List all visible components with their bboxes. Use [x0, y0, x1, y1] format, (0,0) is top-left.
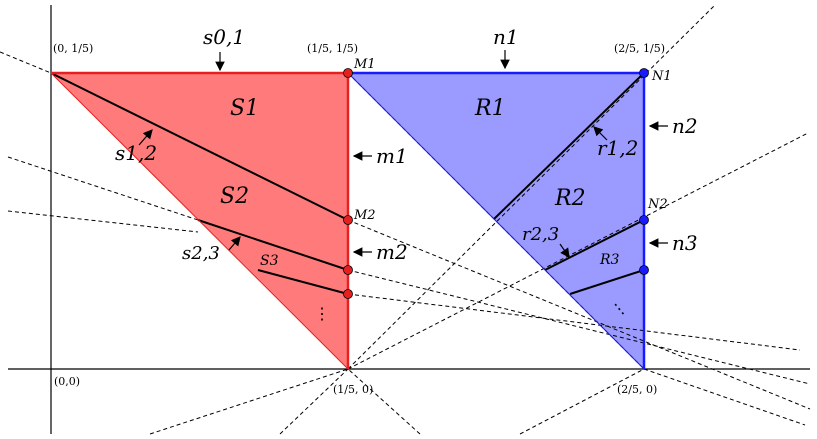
label-r2: R2 — [554, 186, 586, 211]
label-s12: s1,2 — [115, 141, 157, 165]
label-s23: s2,3 — [182, 243, 220, 264]
label-s01: s0,1 — [203, 25, 245, 49]
dots-red: ⋮ — [314, 304, 330, 323]
label-n1-edge: n1 — [493, 25, 519, 49]
label-m1: M1 — [353, 57, 376, 72]
label-two-fifths: (2/5, 0) — [617, 383, 657, 396]
label-n2-edge: n2 — [672, 114, 698, 138]
white-gap-region — [348, 73, 494, 369]
label-top-left: (0, 1/5) — [53, 42, 93, 55]
dashed-lines — [0, 4, 811, 435]
label-r3: R3 — [599, 252, 620, 268]
label-r12: r1,2 — [597, 136, 638, 160]
point-n1 — [639, 68, 649, 78]
label-n2: N2 — [647, 197, 668, 212]
point-n2 — [639, 215, 649, 225]
label-r23: r2,3 — [522, 224, 559, 245]
label-origin: (0,0) — [54, 375, 80, 388]
label-s2: S2 — [220, 184, 249, 209]
label-m2-edge: m2 — [376, 240, 408, 264]
label-one-fifth: (1/5, 0) — [333, 383, 373, 396]
label-n1-coord: (2/5, 1/5) — [614, 42, 665, 55]
point-m3 — [343, 265, 353, 275]
point-m2 — [343, 215, 353, 225]
label-r1: R1 — [474, 96, 506, 121]
label-n1: N1 — [651, 69, 672, 84]
point-m1 — [343, 68, 353, 78]
label-s3: S3 — [260, 253, 279, 269]
label-s1: S1 — [230, 96, 259, 121]
point-n3 — [639, 265, 649, 275]
label-m1-edge: m1 — [376, 144, 408, 168]
solid-lines — [50, 72, 645, 295]
point-m4 — [343, 289, 353, 299]
label-n3-edge: n3 — [672, 231, 698, 255]
label-m2: M2 — [353, 208, 376, 223]
points — [343, 68, 649, 299]
arrows — [138, 50, 668, 258]
label-m1-coord: (1/5, 1/5) — [307, 42, 358, 55]
